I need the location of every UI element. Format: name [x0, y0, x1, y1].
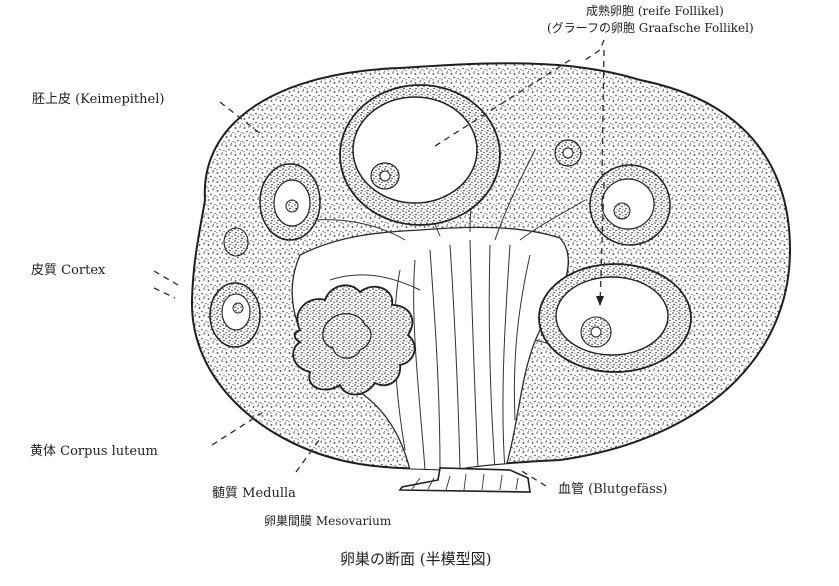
growing-follicle-left-lower — [210, 283, 260, 347]
growing-follicle-right-upper — [590, 165, 670, 245]
graafian-follicle-label: (グラーフの卵胞 Graafsche Follikel) — [547, 22, 754, 34]
blood-vessel-label: 血管 (Blutgefäss) — [558, 483, 668, 496]
growing-follicle-left-upper — [260, 164, 320, 240]
figure-caption: 卵巣の断面 (半模型図) — [340, 552, 491, 567]
primary-follicle-small — [555, 140, 581, 166]
cortex-label: 皮質 Cortex — [31, 264, 105, 277]
primary-follicle-left — [224, 228, 248, 256]
mesovarium-stalk — [400, 468, 530, 492]
corpus-luteum-label: 黄体 Corpus luteum — [30, 445, 158, 458]
mature-follicle-right — [539, 264, 691, 372]
germinal-epithelium-label: 胚上皮 (Keimepithel) — [32, 93, 164, 106]
mesovarium-label: 卵巣間膜 Mesovarium — [264, 515, 391, 527]
mature-follicle-large — [340, 85, 500, 225]
medulla-label: 髄質 Medulla — [212, 487, 296, 500]
mature-follicle-label: 成熟卵胞 (reife Follikel) — [586, 5, 724, 17]
